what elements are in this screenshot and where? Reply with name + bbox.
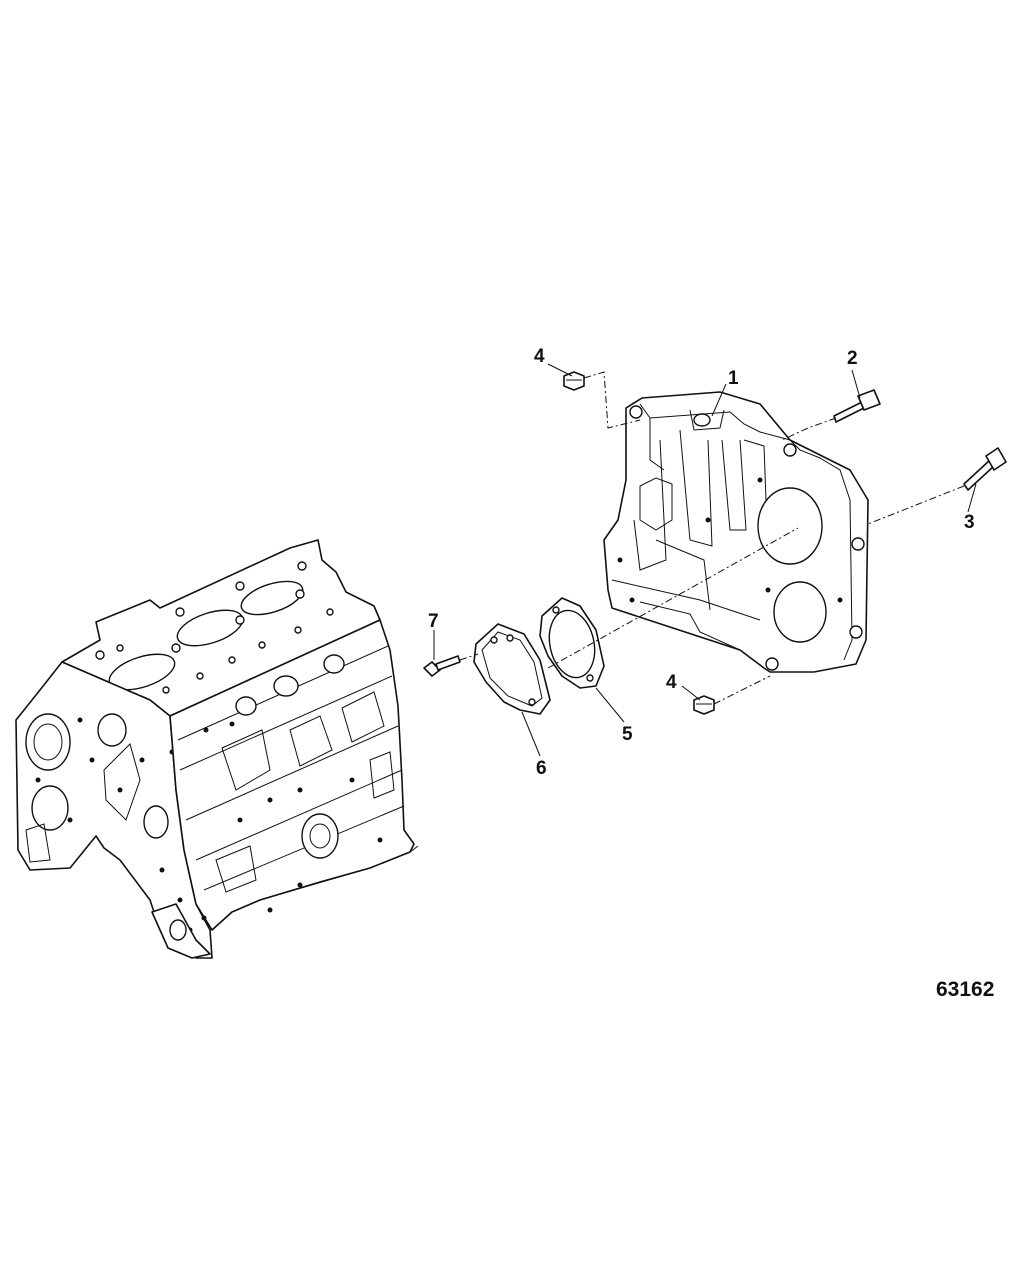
engine-block bbox=[15, 539, 419, 959]
bolt-short bbox=[833, 389, 881, 423]
callout-4-lower: 4 bbox=[666, 672, 677, 693]
callout-6: 6 bbox=[536, 758, 547, 779]
nut-lower bbox=[693, 695, 715, 715]
callout-2: 2 bbox=[847, 348, 858, 369]
leader-lines bbox=[433, 363, 977, 757]
callout-7: 7 bbox=[428, 611, 439, 632]
callout-5: 5 bbox=[622, 724, 633, 745]
gasket bbox=[539, 597, 605, 689]
bolt-long bbox=[963, 447, 1007, 491]
nut-upper bbox=[563, 371, 585, 391]
alignment-lines bbox=[459, 371, 965, 705]
callout-3: 3 bbox=[964, 512, 975, 533]
figure-id-label: 63162 bbox=[936, 978, 994, 1001]
gear-housing bbox=[603, 391, 869, 673]
cover-plate bbox=[473, 623, 551, 715]
callout-4-upper: 4 bbox=[534, 346, 545, 367]
callout-1: 1 bbox=[728, 368, 739, 389]
screw bbox=[423, 655, 461, 677]
